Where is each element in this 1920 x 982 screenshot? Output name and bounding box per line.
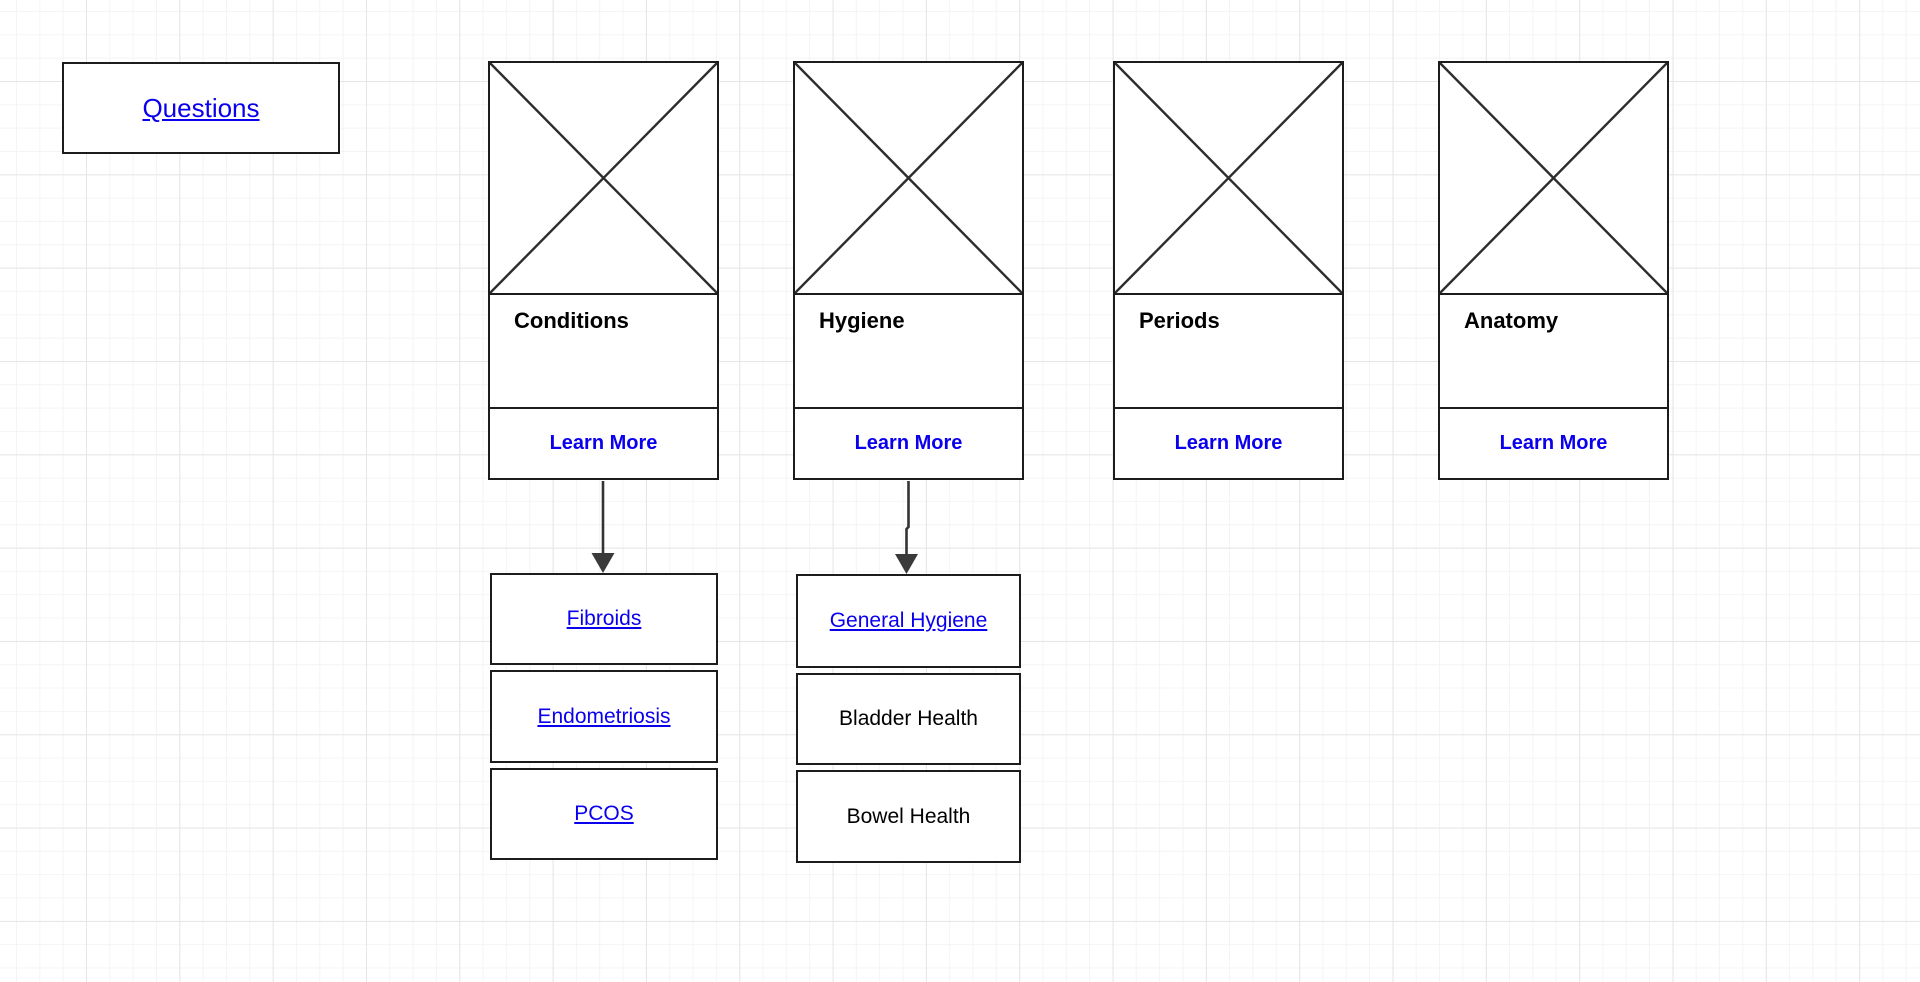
card-title-section: Anatomy bbox=[1440, 295, 1667, 409]
fibroids-link[interactable]: Fibroids bbox=[566, 607, 642, 630]
learn-more-link-hygiene[interactable]: Learn More bbox=[854, 432, 963, 454]
arrow-conditions-to-fibroids bbox=[591, 481, 615, 573]
card-hygiene: Hygiene Learn More bbox=[793, 61, 1024, 480]
questions-link[interactable]: Questions bbox=[142, 92, 260, 123]
list-item-endometriosis: Endometriosis bbox=[490, 670, 718, 763]
card-cta-section: Learn More bbox=[1115, 409, 1342, 478]
endometriosis-link[interactable]: Endometriosis bbox=[537, 704, 671, 728]
list-item-bladder-health: Bladder Health bbox=[796, 673, 1021, 765]
bladder-health-label: Bladder Health bbox=[839, 707, 978, 730]
list-item-general-hygiene: General Hygiene bbox=[796, 574, 1021, 668]
card-title: Anatomy bbox=[1464, 308, 1559, 333]
learn-more-link-periods[interactable]: Learn More bbox=[1174, 432, 1283, 454]
card-title: Hygiene bbox=[819, 308, 905, 333]
card-conditions: Conditions Learn More bbox=[488, 61, 719, 480]
card-anatomy: Anatomy Learn More bbox=[1438, 61, 1669, 480]
card-title: Periods bbox=[1139, 308, 1220, 333]
learn-more-link-anatomy[interactable]: Learn More bbox=[1499, 432, 1608, 454]
image-placeholder-icon bbox=[490, 63, 717, 295]
list-item-bowel-health: Bowel Health bbox=[796, 770, 1021, 863]
card-cta-section: Learn More bbox=[795, 409, 1022, 478]
learn-more-link-conditions[interactable]: Learn More bbox=[549, 432, 658, 454]
card-cta-section: Learn More bbox=[490, 409, 717, 478]
list-item-fibroids: Fibroids bbox=[490, 573, 718, 665]
card-title-section: Periods bbox=[1115, 295, 1342, 409]
card-title-section: Conditions bbox=[490, 295, 717, 409]
image-placeholder-icon bbox=[1440, 63, 1667, 295]
bowel-health-label: Bowel Health bbox=[846, 804, 971, 828]
card-title: Conditions bbox=[514, 308, 629, 333]
arrow-hygiene-to-general-hygiene bbox=[895, 481, 918, 574]
pcos-link[interactable]: PCOS bbox=[574, 802, 634, 825]
card-cta-section: Learn More bbox=[1440, 409, 1667, 478]
card-title-section: Hygiene bbox=[795, 295, 1022, 409]
image-placeholder-icon bbox=[1115, 63, 1342, 295]
card-periods: Periods Learn More bbox=[1113, 61, 1344, 480]
image-placeholder-icon bbox=[795, 63, 1022, 295]
questions-box: Questions bbox=[62, 62, 340, 154]
list-item-pcos: PCOS bbox=[490, 768, 718, 860]
general-hygiene-link[interactable]: General Hygiene bbox=[829, 609, 988, 632]
